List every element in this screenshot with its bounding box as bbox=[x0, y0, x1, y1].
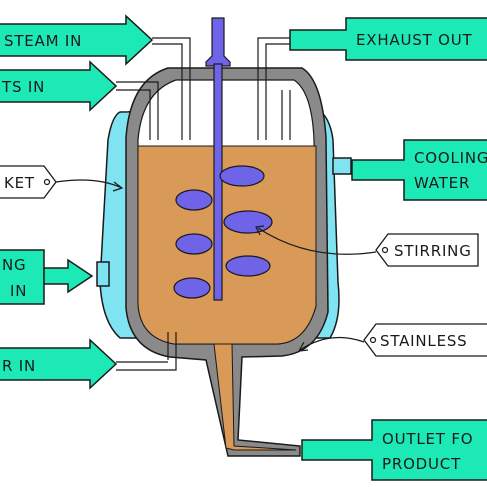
tag-hole-icon bbox=[381, 246, 389, 254]
label-jacket: KET bbox=[4, 174, 35, 192]
label-outlet-line2: PRODUCT bbox=[382, 455, 461, 473]
label-stainless: STAINLESS bbox=[380, 332, 468, 350]
box-cooling-water: COOLING WATER bbox=[351, 139, 487, 201]
label-steam-in: STEAM IN bbox=[4, 32, 82, 50]
arrowhead-icon bbox=[297, 341, 309, 352]
internal-pipes bbox=[149, 72, 291, 360]
pointer-stirring bbox=[257, 227, 377, 255]
jacket-outlet-stub bbox=[332, 157, 352, 175]
tag-stirring: STIRRING bbox=[255, 225, 479, 267]
label-stirring: STIRRING bbox=[394, 242, 472, 260]
arrow-steam-in: STEAM IN bbox=[0, 14, 154, 66]
pointer-jacket bbox=[55, 179, 123, 189]
arrowhead-icon bbox=[112, 181, 124, 192]
pointer-stainless bbox=[299, 336, 365, 351]
tag-stainless: STAINLESS bbox=[297, 323, 487, 357]
label-cooling-water-line1: COOLING bbox=[414, 149, 487, 167]
label-exhaust-out: EXHAUST OUT bbox=[356, 31, 473, 49]
tag-hole-icon bbox=[369, 336, 377, 344]
tag-hole-icon bbox=[43, 178, 51, 186]
label-outlet-line1: OUTLET FO bbox=[382, 430, 473, 448]
label-reactants-in: TS IN bbox=[1, 78, 45, 96]
label-water-in: R IN bbox=[2, 357, 36, 375]
tag-jacket: KET bbox=[0, 165, 124, 199]
arrow-reactants-in: TS IN bbox=[0, 60, 118, 112]
arrow-water-in: R IN bbox=[0, 338, 118, 390]
outlet-pipe-product bbox=[213, 343, 297, 451]
box-outlet-product: OUTLET FO PRODUCT bbox=[301, 419, 487, 481]
arrowhead-icon bbox=[255, 225, 265, 236]
feed-lines bbox=[116, 37, 290, 371]
jacket-inlet-stub bbox=[96, 261, 110, 287]
label-heating-line2: IN bbox=[10, 282, 27, 300]
box-exhaust-out: EXHAUST OUT bbox=[289, 17, 487, 61]
arrow-heating-in: NG IN bbox=[0, 249, 94, 305]
label-cooling-water-line2: WATER bbox=[414, 174, 470, 192]
stirrer bbox=[173, 17, 273, 301]
label-heating-line1: NG bbox=[2, 256, 26, 274]
